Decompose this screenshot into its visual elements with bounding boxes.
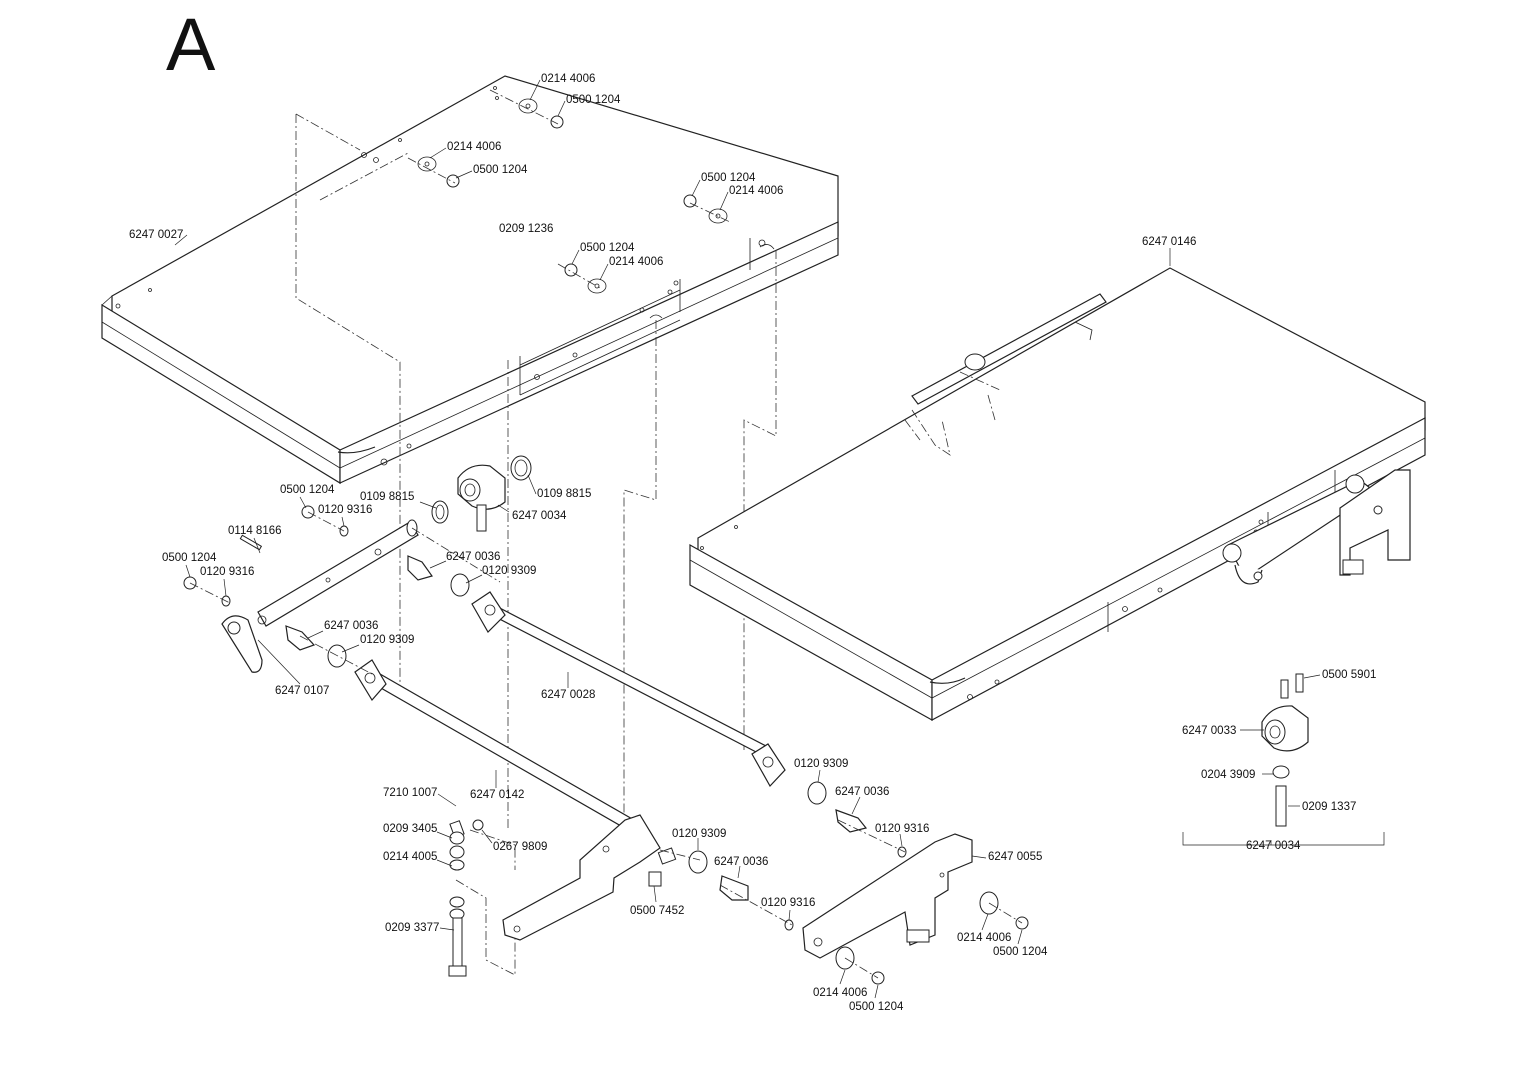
section-letter: A bbox=[166, 3, 216, 86]
right-table-top bbox=[689, 267, 1426, 722]
label-0120-9316: 0120 9316 bbox=[318, 504, 372, 516]
label-0209-3405: 0209 3405 bbox=[383, 823, 437, 835]
label-0114-8166: 0114 8166 bbox=[228, 525, 282, 537]
label-0109-8815: 0109 8815 bbox=[537, 488, 591, 500]
fasteners bbox=[183, 455, 1029, 985]
label-7210-1007: 7210 1007 bbox=[383, 787, 437, 799]
label-0120-9309: 0120 9309 bbox=[360, 634, 414, 646]
label-0500-1204: 0500 1204 bbox=[162, 552, 217, 564]
label-0500-1204: 0500 1204 bbox=[580, 242, 635, 254]
label-0120-9316: 0120 9316 bbox=[761, 897, 815, 909]
label-0120-9309: 0120 9309 bbox=[672, 828, 726, 840]
label-0204-3909: 0204 3909 bbox=[1201, 769, 1255, 781]
label-6247-0028: 6247 0028 bbox=[541, 689, 595, 701]
label-0214-4006: 0214 4006 bbox=[609, 256, 663, 268]
label-6247-0027: 6247 0027 bbox=[129, 229, 183, 241]
label-6247-0055: 6247 0055 bbox=[988, 851, 1042, 863]
label-0500-5901: 0500 5901 bbox=[1322, 669, 1376, 681]
label-6247-0033: 6247 0033 bbox=[1182, 725, 1236, 737]
label-0214-4006: 0214 4006 bbox=[813, 987, 867, 999]
label-0500-1204: 0500 1204 bbox=[566, 94, 621, 106]
label-0214-4006: 0214 4006 bbox=[957, 932, 1011, 944]
left-table-hardware bbox=[407, 89, 731, 294]
label-0214-4005: 0214 4005 bbox=[383, 851, 437, 863]
label-6247-0036: 6247 0036 bbox=[446, 551, 500, 563]
label-0500-7452: 0500 7452 bbox=[630, 905, 684, 917]
left-table-top bbox=[101, 75, 839, 485]
leader-lines bbox=[174, 79, 1321, 999]
label-0214-4006: 0214 4006 bbox=[729, 185, 783, 197]
detail-6247-0034 bbox=[1182, 673, 1385, 846]
label-6247-0036: 6247 0036 bbox=[835, 786, 889, 798]
label-6247-0034: 6247 0034 bbox=[512, 510, 567, 522]
label-0214-4006: 0214 4006 bbox=[541, 73, 595, 85]
label-6247-0146: 6247 0146 bbox=[1142, 236, 1196, 248]
label-0120-9309: 0120 9309 bbox=[794, 758, 848, 770]
label-0120-9316: 0120 9316 bbox=[875, 823, 929, 835]
label-6247-0036: 6247 0036 bbox=[324, 620, 378, 632]
label-0500-1204: 0500 1204 bbox=[993, 946, 1048, 958]
label-0120-9316: 0120 9316 bbox=[200, 566, 254, 578]
label-0109-8815: 0109 8815 bbox=[360, 491, 414, 503]
label-0209-3377: 0209 3377 bbox=[385, 922, 439, 934]
linkage-assembly bbox=[221, 519, 973, 959]
label-6247-0142: 6247 0142 bbox=[470, 789, 524, 801]
label-0500-1204: 0500 1204 bbox=[280, 484, 335, 496]
label-0500-1204: 0500 1204 bbox=[701, 172, 756, 184]
label-6247-0107: 6247 0107 bbox=[275, 685, 329, 697]
label-0500-1204: 0500 1204 bbox=[473, 164, 528, 176]
label-0120-9309: 0120 9309 bbox=[482, 565, 536, 577]
label-0267-9809: 0267 9809 bbox=[493, 841, 547, 853]
label-0209-1236: 0209 1236 bbox=[499, 223, 553, 235]
label-0500-1204: 0500 1204 bbox=[849, 1001, 904, 1013]
part-labels: 0214 4006 0500 1204 0214 4006 0500 1204 … bbox=[129, 73, 1376, 1013]
label-6247-0036: 6247 0036 bbox=[714, 856, 768, 868]
label-0214-4006: 0214 4006 bbox=[447, 141, 501, 153]
label-6247-0034: 6247 0034 bbox=[1246, 840, 1301, 852]
label-0209-1337: 0209 1337 bbox=[1302, 801, 1356, 813]
